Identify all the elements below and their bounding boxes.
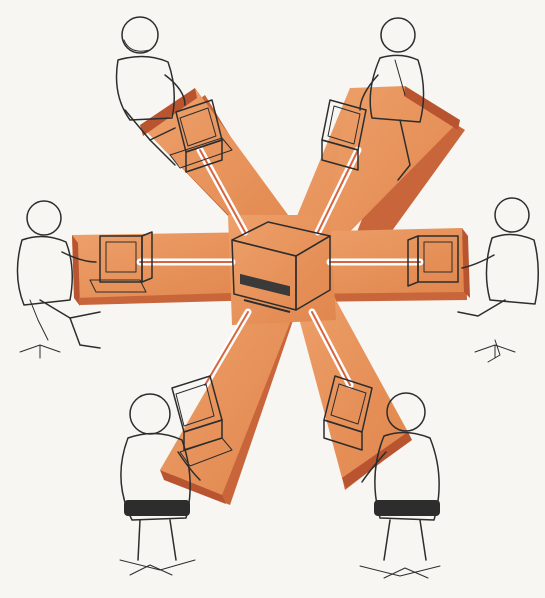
star-table (72, 86, 470, 505)
person-figure (458, 198, 538, 362)
